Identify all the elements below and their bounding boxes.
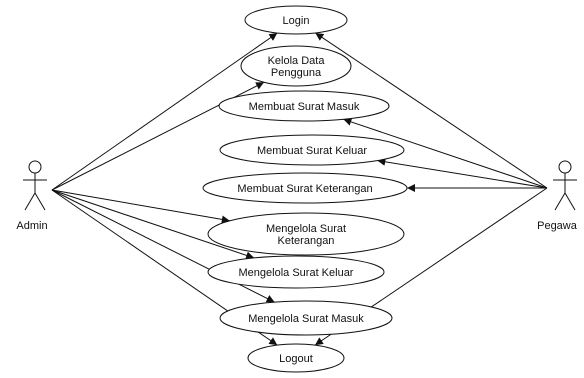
use-case-ellipse — [207, 255, 385, 289]
use-case-ellipse — [240, 45, 352, 87]
use-case-label: Mengelola Surat Keluar — [239, 267, 354, 279]
association-admin-to-mengelola-surat-keluar — [51, 189, 255, 260]
use-case-ellipse — [244, 5, 348, 35]
association-admin-to-login — [51, 32, 278, 191]
use-case-membuat-surat-masuk: Membuat Surat Masuk — [218, 90, 390, 122]
use-case-label: Mengelola Surat Masuk — [248, 313, 364, 325]
use-case-ellipse — [207, 212, 405, 256]
association-pegawai-to-membuat-surat-masuk — [343, 118, 548, 189]
use-case-label: Kelola Data — [268, 55, 326, 67]
use-case-mengelola-surat-masuk: Mengelola Surat Masuk — [219, 300, 393, 336]
actor-body-icon — [24, 192, 36, 211]
use-case-label: Pengguna — [271, 67, 322, 79]
use-case-label: Keterangan — [278, 235, 335, 247]
use-case-ellipse — [219, 300, 393, 336]
use-case-label: Membuat Surat Keterangan — [237, 183, 372, 195]
actor-body-icon — [34, 192, 46, 211]
use-case-ellipse — [219, 134, 405, 166]
use-case-label: Membuat Surat Keluar — [257, 145, 367, 157]
use-case-label: Mengelola Surat — [266, 223, 346, 235]
use-case-label: Membuat Surat Masuk — [249, 101, 360, 113]
actor-head-icon — [558, 160, 572, 174]
actors-layer: Admin Pegawa — [16, 160, 578, 232]
use-case-login: Login — [244, 5, 348, 35]
use-case-ellipse — [218, 90, 390, 122]
association-admin-to-mengelola-surat-keterangan — [51, 189, 230, 224]
actor-pegawai: Pegawa — [537, 160, 578, 232]
use-case-mengelola-surat-keluar: Mengelola Surat Keluar — [207, 255, 385, 289]
actor-body-icon — [554, 192, 566, 211]
association-pegawai-to-membuat-surat-keluar — [377, 157, 548, 189]
use-case-label: Login — [283, 15, 310, 27]
actor-head-icon — [28, 160, 42, 174]
use-case-membuat-surat-keterangan: Membuat Surat Keterangan — [202, 172, 408, 204]
actor-label: Admin — [16, 220, 47, 232]
actor-label: Pegawa — [537, 220, 578, 232]
use-case-ellipse — [202, 172, 408, 204]
association-pegawai-to-login — [315, 32, 548, 189]
actor-body-icon — [564, 192, 576, 211]
associations-layer — [51, 32, 548, 346]
use-case-ellipse — [247, 343, 345, 373]
use-case-membuat-surat-keluar: Membuat Surat Keluar — [219, 134, 405, 166]
use-case-logout: Logout — [247, 343, 345, 373]
actor-admin: Admin — [16, 160, 48, 232]
use-case-label: Logout — [279, 353, 313, 365]
